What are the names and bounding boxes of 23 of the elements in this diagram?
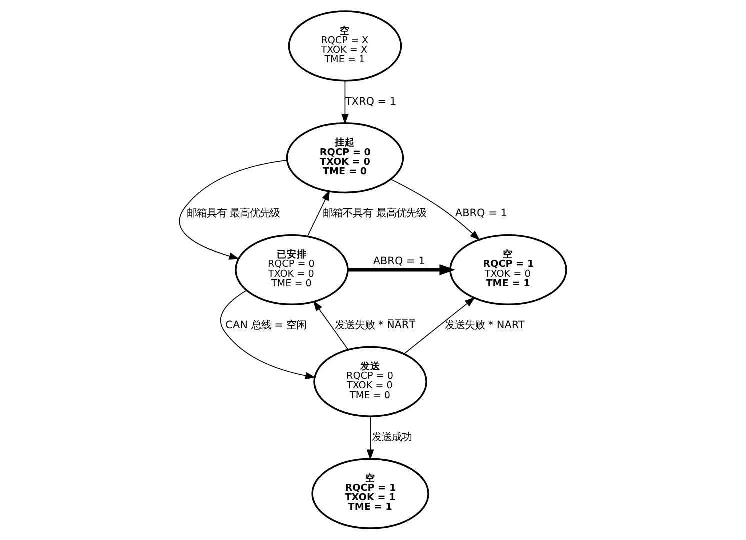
node-ellipse: 已安排 RQCP = 0 TXOK = 0 TME = 0 [235, 234, 349, 306]
edge-label: 邮箱具有 最高优先级 [186, 208, 280, 220]
arrow [348, 264, 456, 276]
node-ellipse: 空 RQCP = X TXOK = X TME = 1 [288, 10, 402, 82]
arrow [366, 416, 374, 460]
arrow [179, 160, 288, 260]
arrow [313, 300, 349, 350]
arrow [390, 179, 480, 241]
arrow [404, 297, 476, 355]
arrow [342, 80, 349, 124]
node-ellipse: 挂起 RQCP = 0 TXOK = 0 TME = 0 [286, 122, 404, 194]
arrow [307, 190, 330, 237]
node-ellipse: 发送 RQCP = 0 TXOK = 0 TME = 0 [314, 346, 428, 418]
edge-label: 发送失败 * NART [445, 320, 525, 332]
node-ellipse: 空 RQCP = 1 TXOK = 1 TME = 1 [312, 458, 430, 530]
edge-label: TXRQ = 1 [345, 96, 397, 108]
edge-label: CAN 总线 = 空闲 [226, 320, 307, 332]
edge-label: 发送成功 [372, 432, 412, 444]
edge-label: 发送失败 * N̅A̅R̅T̅ [335, 320, 416, 332]
edge-label: ABRQ = 1 [373, 255, 426, 268]
edge-label: ABRQ = 1 [455, 208, 508, 220]
arrow [220, 290, 316, 380]
edge-label: 邮箱不具有 最高优先级 [323, 208, 427, 220]
